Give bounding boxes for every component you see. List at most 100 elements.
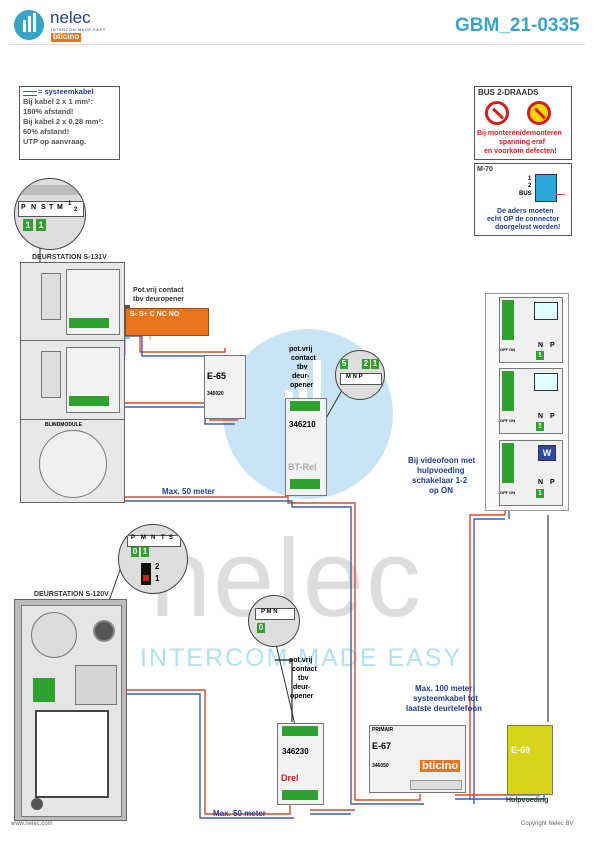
drel-zoom-terms: P M N (261, 609, 278, 615)
s120-dip-switch (141, 563, 151, 585)
s120-zoom-on: 0 (131, 547, 139, 557)
s120-term-p: P (131, 535, 136, 541)
m70-connector (535, 174, 557, 202)
s120-button (31, 798, 43, 810)
brand-sub: bticino (51, 32, 82, 42)
e69-label: Hulpvoeding (506, 797, 549, 804)
s131-blindmodule: BLINDMODULE (20, 419, 125, 503)
btrel-zoom-b: 2 (362, 359, 370, 369)
drel-code: 346230 (282, 747, 309, 756)
indoor-unit-2: OFF ON N P 1 (499, 368, 563, 434)
drel-label4: deur- (293, 684, 311, 691)
videofoon-note4: op ON (429, 486, 453, 495)
wire-bus-red (30, 496, 421, 801)
s120-station (14, 599, 127, 821)
legend-line3: 180% afstand! (23, 107, 74, 116)
legend-line6: UTP op aanvraag. (23, 137, 87, 146)
videofoon-note1: Bij videofoon met (408, 456, 476, 465)
zoom-btrel: 5 2 1 M N P (335, 350, 385, 400)
s131-switch-on2: 1 (36, 219, 46, 231)
s131-term-2: 2 (74, 207, 78, 213)
blindmodule-label: BLINDMODULE (45, 422, 82, 428)
s131-term-n: N (31, 204, 37, 211)
s131-module-mid (20, 340, 125, 420)
wire-right-red (469, 514, 505, 800)
drel-name: Drel (281, 773, 299, 783)
wire-low-red (95, 689, 291, 815)
zoom-s131-terminals: P N S T M 1 2 1 1 (14, 178, 86, 250)
s120-term-n: N (151, 535, 156, 541)
zoom-leader-4 (274, 639, 296, 726)
s131-terminal-block (69, 318, 109, 328)
btrel-zoom-terms: M N P (346, 374, 363, 380)
btrel-code: 346210 (289, 420, 316, 429)
legend-line1: = systeemkabel (38, 87, 94, 96)
max100-line3: laatste deurtelefoon (406, 704, 483, 713)
m70-bus: BUS (519, 191, 532, 197)
legend-cable-symbol (23, 91, 37, 96)
legend-line2: Bij kabel 2 x 1 mm²: (23, 97, 94, 106)
indoor-2-addr: 1 (536, 422, 544, 431)
s120-speaker (31, 612, 77, 658)
wire-low-blue (95, 693, 294, 819)
doc-code: GBM_21-0335 (455, 15, 580, 36)
brand-name: nelec (50, 8, 91, 27)
nelec-logo-icon (14, 10, 44, 40)
e67-primair: PRIMAIR (372, 727, 394, 733)
e67-brand: bticino (420, 760, 461, 773)
s131-module-top (20, 262, 130, 342)
footer-right: Copyright Nelec BV (521, 821, 574, 827)
footer-left: www.nelec.com (11, 821, 53, 827)
drel-zoom-val: 0 (257, 623, 265, 633)
indoor-screen-icon (534, 302, 558, 320)
m70-note3: doorgelust worden! (495, 224, 561, 231)
drel-label5: opener (290, 693, 314, 700)
s131-term-p: P (21, 204, 26, 211)
camera-icon (93, 620, 115, 642)
s131-term-s: S (41, 204, 46, 211)
bus-warning-box: BUS 2-DRAADS Bij monteren/demonteren spa… (474, 86, 572, 160)
btrel-unit: 346210 BT-Rel (285, 398, 327, 496)
indoor-2-offon: OFF ON (500, 418, 516, 423)
max100-line1: Max. 100 meter (415, 684, 473, 693)
m70-title: M-70 (477, 166, 493, 173)
no-lightning-icon (527, 101, 551, 125)
brand-tagline: INTERCOM MADE EASY (51, 27, 106, 32)
legend-line5: 60% afstand! (23, 127, 70, 136)
legend-box: = systeemkabel Bij kabel 2 x 1 mm²: 180%… (19, 86, 120, 160)
e65-name: E-65 (207, 371, 227, 381)
indoor-2-p: P (550, 413, 555, 420)
videofoon-note2: hulpvoeding (417, 466, 465, 475)
btrel-zoom-c: 1 (371, 359, 379, 369)
m70-note1: De aders moeten (497, 208, 554, 215)
indoor-unit-3: W OFF ON N P 1 (499, 440, 563, 506)
m70-pin1: 1 (528, 176, 532, 182)
indoor-1-p: P (550, 342, 555, 349)
e69-unit: E-69 (507, 725, 553, 795)
btrel-label4: deur- (292, 373, 310, 380)
relay-contact-label2: tbv deuropener (133, 296, 184, 303)
bus-warn1: Bij monteren/demonteren (477, 130, 562, 137)
drel-unit: 346230 Drel (277, 723, 324, 805)
zoom-drel: P M N 0 (248, 595, 300, 647)
videofoon-note3: schakelaar 1-2 (412, 476, 468, 485)
indoor-2-n: N (538, 413, 544, 420)
s120-zoom-on2: 1 (141, 547, 149, 557)
indoor-1-addr: 1 (536, 351, 544, 360)
s131-term-1: 1 (68, 201, 72, 207)
indoor-unit-1: OFF ON N P 1 (499, 297, 563, 363)
m70-pin2: 2 (528, 183, 532, 189)
indoor-1-offon: OFF ON (500, 347, 516, 352)
e67-unit: PRIMAIR E-67 346050 bticino (369, 725, 466, 793)
e65-unit: E-65 346020 (204, 355, 246, 419)
s131-term-m: M (57, 204, 63, 211)
s120-switch2: 2 (155, 562, 160, 571)
btrel-name: BT-Rel (288, 462, 317, 472)
indoor-3-n: N (538, 479, 544, 486)
indoor-3-addr: 1 (536, 489, 544, 498)
s120-switch1: 1 (155, 574, 160, 583)
bus-warn2: spanning eraf (499, 139, 545, 146)
watermark-tagline: INTERCOM MADE EASY (140, 644, 463, 672)
indoor-3-offon: OFF ON (500, 490, 516, 495)
btrel-label3: tbv (297, 364, 308, 371)
